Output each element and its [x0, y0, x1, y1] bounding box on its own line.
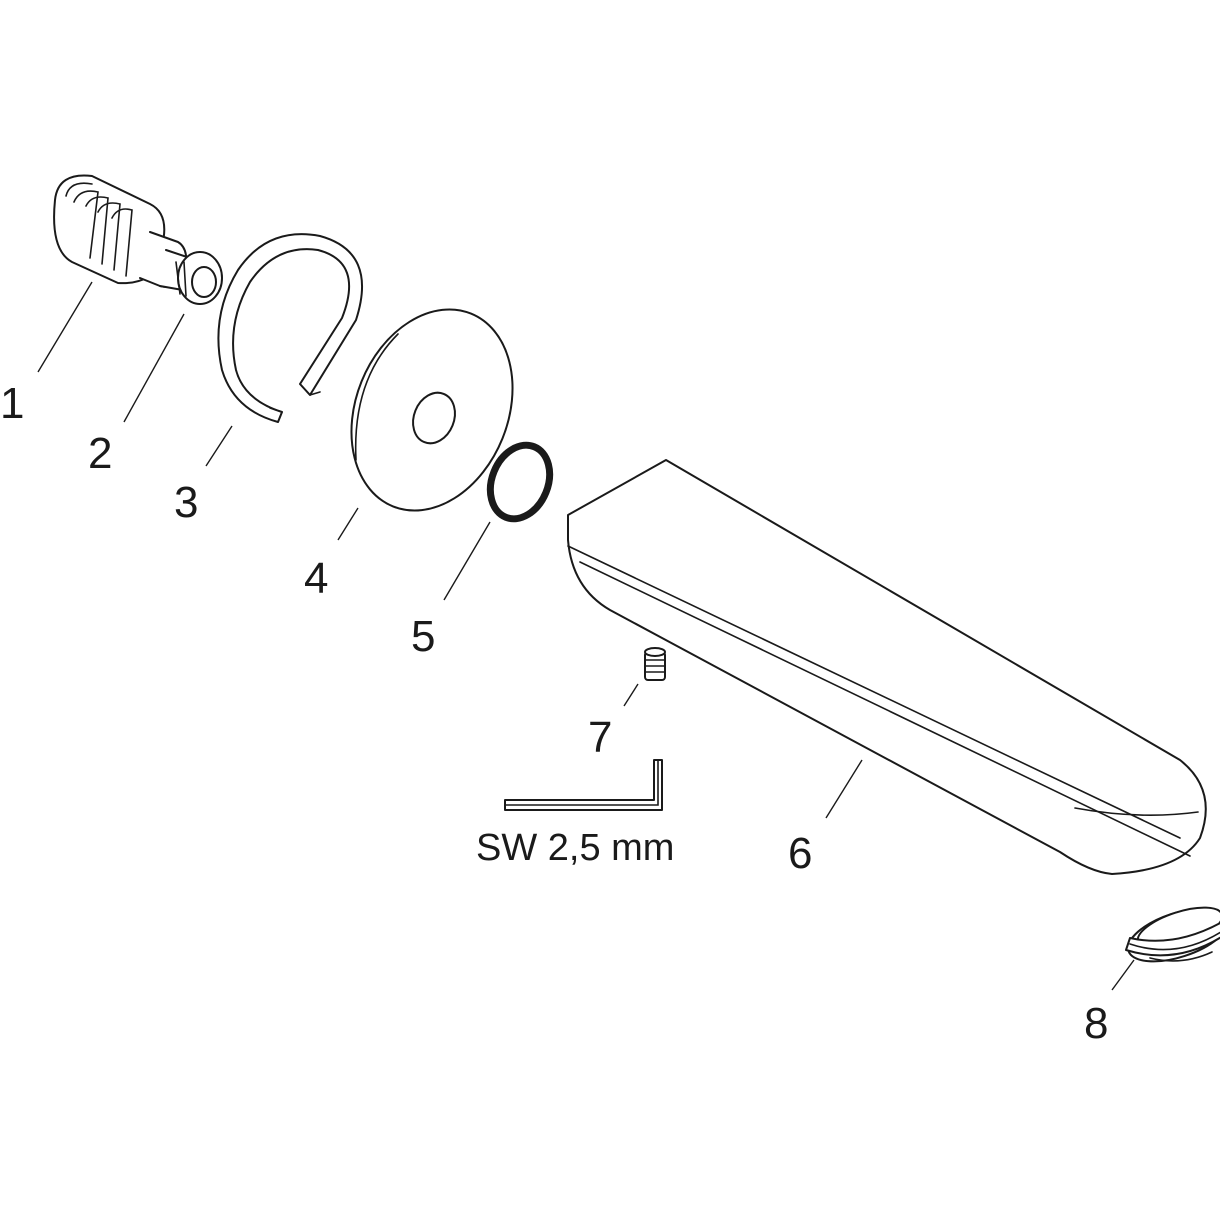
part-4-cover-plate	[350, 308, 514, 512]
callout-4: 4	[304, 554, 328, 603]
callout-1: 1	[0, 379, 24, 428]
leader-5	[443, 521, 491, 601]
part-7-grub-screw	[644, 647, 666, 681]
leader-2	[123, 313, 185, 423]
part-8-aerator	[1125, 906, 1220, 963]
tool-size-label: SW 2,5 mm	[476, 827, 674, 869]
part-1-threaded-connector	[53, 174, 223, 305]
callout-8: 8	[1084, 999, 1108, 1048]
callout-7: 7	[588, 713, 612, 762]
callout-6: 6	[788, 829, 812, 878]
part-3-retaining-ring	[217, 233, 364, 423]
callout-5: 5	[411, 612, 435, 661]
leader-1	[37, 281, 93, 373]
part-6-spout	[567, 459, 1207, 875]
callout-2: 2	[88, 429, 112, 478]
callout-3: 3	[174, 478, 198, 527]
leader-4	[337, 507, 359, 541]
leader-lines	[37, 281, 1135, 991]
part-5-o-ring	[486, 441, 554, 523]
leader-7	[623, 683, 639, 707]
leader-3	[205, 425, 233, 467]
leader-8	[1111, 959, 1135, 991]
allen-key-tool	[504, 759, 663, 811]
leader-6	[825, 759, 863, 819]
